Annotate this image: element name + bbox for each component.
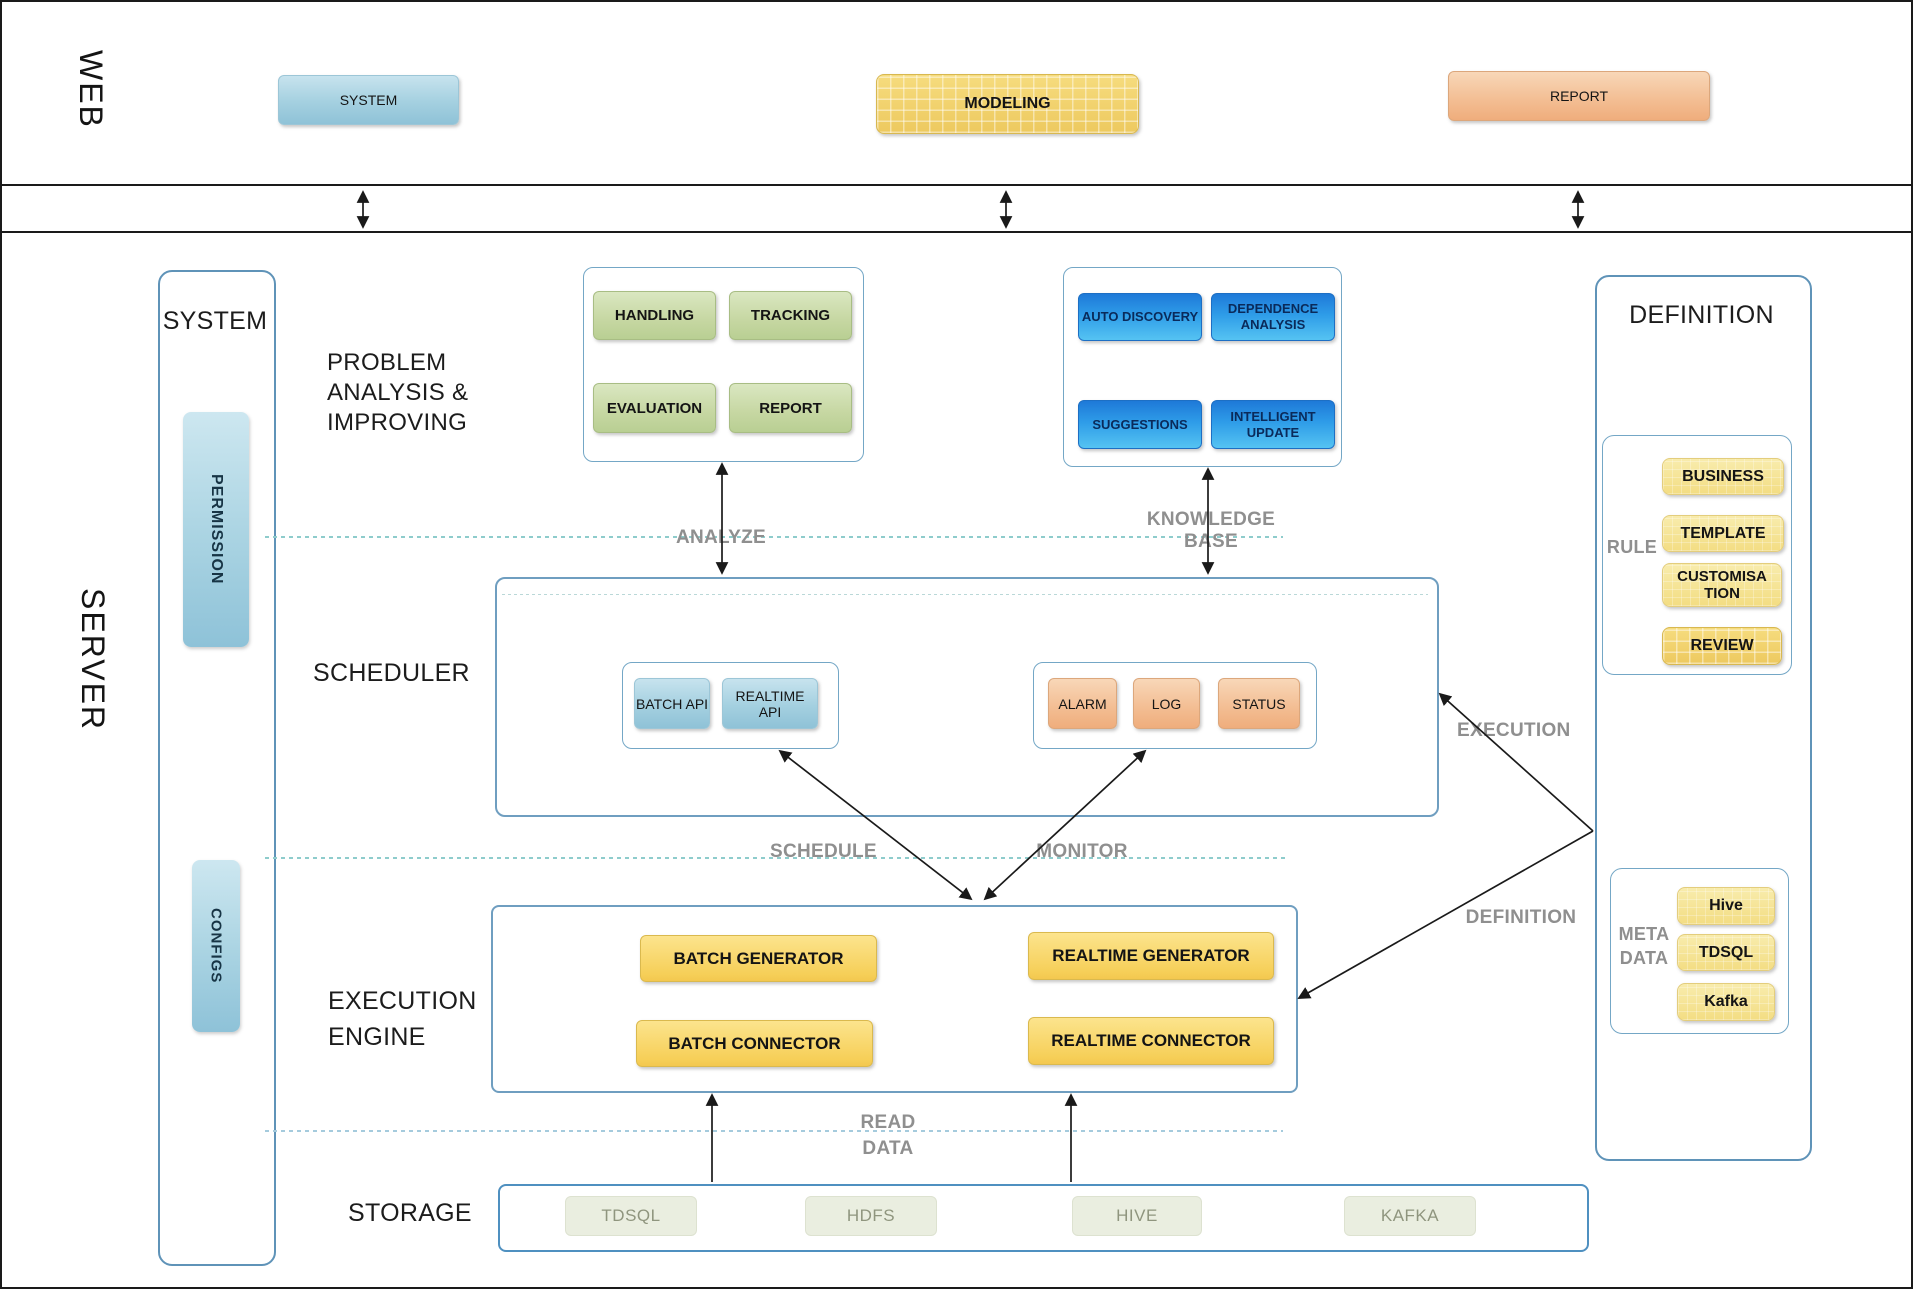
rule-container [1602, 435, 1792, 675]
rule-label: RULE [1606, 537, 1658, 557]
realtime-connector-box: REALTIME CONNECTOR [1028, 1017, 1274, 1065]
realtime-api-box: REALTIME API [722, 678, 818, 729]
storage-title: STORAGE [348, 1199, 472, 1227]
execution-engine-container [491, 905, 1298, 1093]
metadata-container [1610, 868, 1789, 1034]
api-subcontainer [622, 662, 839, 749]
analyze-label: ANALYZE [675, 527, 767, 548]
definition-title: DEFINITION [1629, 301, 1774, 329]
storage-hdfs-box: HDFS [805, 1196, 937, 1236]
tracking-box: TRACKING [729, 291, 852, 340]
server-zone-label: SERVER [75, 588, 111, 732]
realtime-generator-box: REALTIME GENERATOR [1028, 932, 1274, 980]
configs-box: CONFIGS [192, 860, 240, 1032]
batch-connector-box: BATCH CONNECTOR [636, 1020, 873, 1067]
batch-api-box: BATCH API [634, 678, 710, 729]
rule-review-box: REVIEW [1662, 627, 1782, 665]
server-band-top-line [0, 231, 1913, 233]
definition-flow-label: DEFINITION [1465, 907, 1577, 928]
metadata-hive-box: Hive [1677, 887, 1775, 925]
knowledge-base-label: KNOWLEDGE BASE [1146, 509, 1276, 552]
dashed-line-analyze [265, 536, 1283, 538]
web-band-divider [0, 184, 1913, 186]
metadata-label: META DATA [1618, 924, 1670, 968]
scheduler-inner-dashed-line [502, 594, 1428, 595]
web-modeling-box: MODELING [876, 74, 1139, 134]
definition-panel [1595, 275, 1812, 1161]
execution-engine-title: EXECUTION ENGINE [328, 987, 477, 1051]
storage-tdsql-box: TDSQL [565, 1196, 697, 1236]
dashed-line-schedule [265, 857, 1288, 859]
suggestions-box: SUGGESTIONS [1078, 400, 1202, 449]
web-report-box: REPORT [1448, 71, 1710, 121]
scheduler-title: SCHEDULER [313, 659, 470, 687]
rule-business-box: BUSINESS [1662, 458, 1784, 495]
log-box: LOG [1133, 678, 1200, 729]
web-system-box: SYSTEM [278, 75, 459, 125]
rule-customisation-label: CUSTOMISATION [1677, 568, 1767, 602]
auto-discovery-box: AUTO DISCOVERY [1078, 293, 1202, 341]
dependence-analysis-box: DEPENDENCE ANALYSIS [1211, 293, 1335, 341]
storage-hive-box: HIVE [1072, 1196, 1202, 1236]
batch-generator-box: BATCH GENERATOR [640, 935, 877, 982]
status-box: STATUS [1218, 678, 1300, 729]
evaluation-box: EVALUATION [593, 383, 716, 433]
knowledge-module-container [1063, 267, 1342, 467]
alarm-box: ALARM [1048, 678, 1117, 729]
sidebar-system-panel [158, 270, 276, 1266]
storage-container [498, 1184, 1589, 1252]
metadata-tdsql-box: TDSQL [1677, 934, 1775, 971]
problem-analysis-container [583, 267, 864, 462]
schedule-label: SCHEDULE [770, 841, 877, 862]
monitor-label: MONITOR [1036, 841, 1128, 862]
read-data-label: READ DATA [860, 1112, 916, 1159]
monitor-subcontainer [1033, 662, 1317, 749]
metadata-kafka-box: Kafka [1677, 983, 1775, 1021]
permission-box: PERMISSION [183, 412, 249, 647]
intelligent-update-box: INTELLIGENT UPDATE [1211, 400, 1335, 449]
rule-template-box: TEMPLATE [1662, 515, 1784, 552]
sidebar-system-title: SYSTEM [162, 307, 268, 335]
web-zone-label: WEB [73, 50, 109, 129]
problem-analysis-title: PROBLEM ANALYSIS & IMPROVING [327, 349, 469, 436]
rule-customisation-box: CUSTOMISATION [1662, 563, 1782, 607]
storage-kafka-box: KAFKA [1344, 1196, 1476, 1236]
handling-box: HANDLING [593, 291, 716, 340]
problem-report-box: REPORT [729, 383, 852, 433]
dashed-line-read-data [265, 1130, 1283, 1132]
execution-flow-label: EXECUTION [1457, 720, 1571, 741]
